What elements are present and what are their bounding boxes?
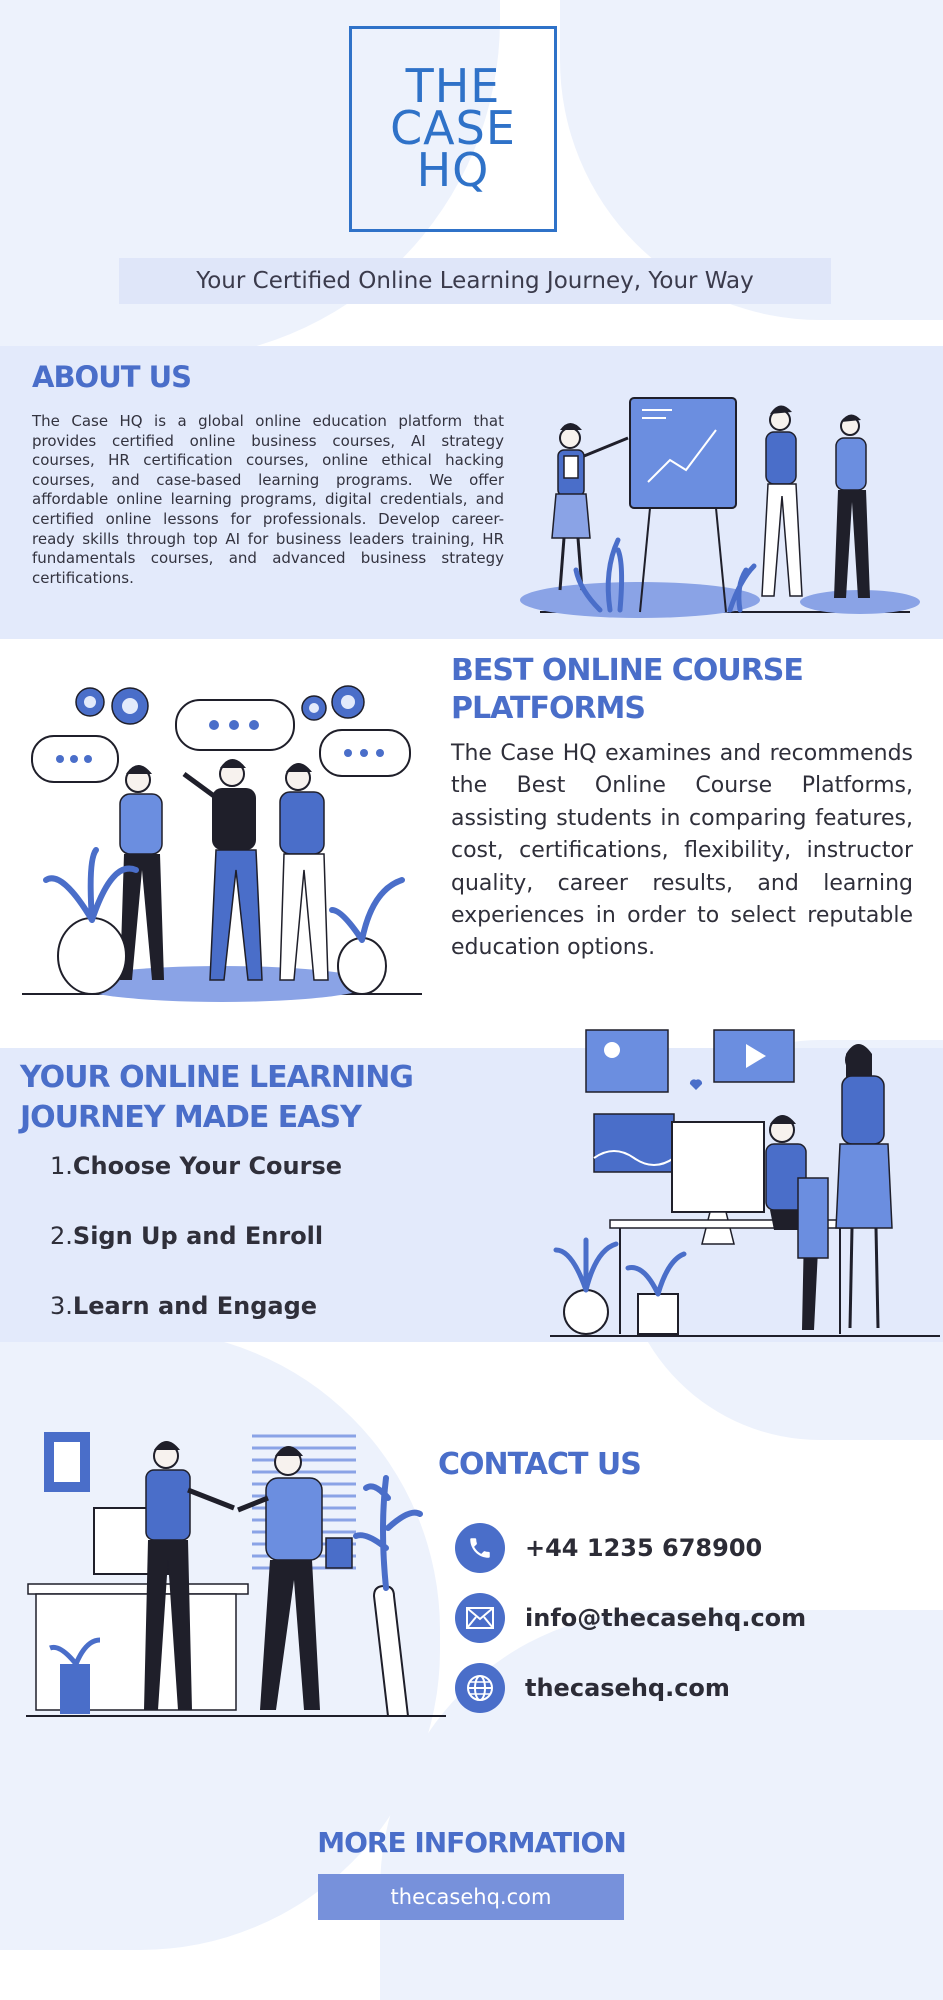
best-text: The Case HQ examines and recommends the … [451, 741, 913, 961]
about-text: The Case HQ is a global online education… [32, 412, 504, 587]
handshake-illustration [26, 1432, 446, 1717]
step-item: 2.Sign Up and Enroll [50, 1222, 323, 1250]
logo-line: CASE [390, 101, 516, 155]
discussion-illustration [22, 685, 422, 1002]
globe-icon [455, 1663, 505, 1713]
logo-text: THE CASE HQ [352, 59, 554, 197]
journey-title: YOUR ONLINE LEARNING JOURNEY MADE EASY [20, 1058, 414, 1138]
contact-website[interactable]: thecasehq.com [455, 1662, 730, 1714]
contact-website-text: thecasehq.com [525, 1674, 730, 1702]
website-button[interactable]: thecasehq.com [318, 1874, 624, 1920]
step-label: Sign Up and Enroll [72, 1222, 324, 1250]
step-number: 2. [50, 1222, 73, 1250]
step-item: 3.Learn and Engage [50, 1292, 317, 1320]
logo-line: HQ [416, 143, 490, 197]
step-item: 1.Choose Your Course [50, 1152, 342, 1180]
journey-title-line: YOUR ONLINE LEARNING [20, 1060, 414, 1095]
logo: THE CASE HQ [349, 26, 557, 232]
logo-line: THE [405, 59, 501, 113]
contact-email[interactable]: info@thecasehq.com [455, 1592, 806, 1644]
step-label: Choose Your Course [72, 1152, 343, 1180]
best-title-line: PLATFORMS [451, 691, 646, 726]
tagline: Your Certified Online Learning Journey, … [119, 258, 831, 304]
about-title: ABOUT US [32, 360, 192, 394]
contact-phone-text: +44 1235 678900 [525, 1534, 763, 1562]
best-title: BEST ONLINE COURSE PLATFORMS [451, 652, 804, 728]
best-title-line: BEST ONLINE COURSE [451, 653, 804, 688]
phone-icon [455, 1523, 505, 1573]
contact-title: CONTACT US [438, 1447, 642, 1482]
presentation-illustration [520, 397, 920, 618]
step-label: Learn and Engage [72, 1292, 318, 1320]
more-title: MORE INFORMATION [317, 1826, 627, 1859]
online-learning-illustration [550, 1029, 940, 1337]
step-number: 1. [50, 1152, 73, 1180]
contact-phone[interactable]: +44 1235 678900 [455, 1522, 762, 1574]
phone-icon-glyph [470, 1538, 490, 1558]
contact-email-text: info@thecasehq.com [525, 1604, 807, 1632]
mail-icon [455, 1593, 505, 1643]
journey-title-line: JOURNEY MADE EASY [20, 1100, 362, 1135]
globe-icon-glyph [467, 1675, 493, 1701]
mail-icon-glyph [466, 1607, 494, 1629]
step-number: 3. [50, 1292, 73, 1320]
